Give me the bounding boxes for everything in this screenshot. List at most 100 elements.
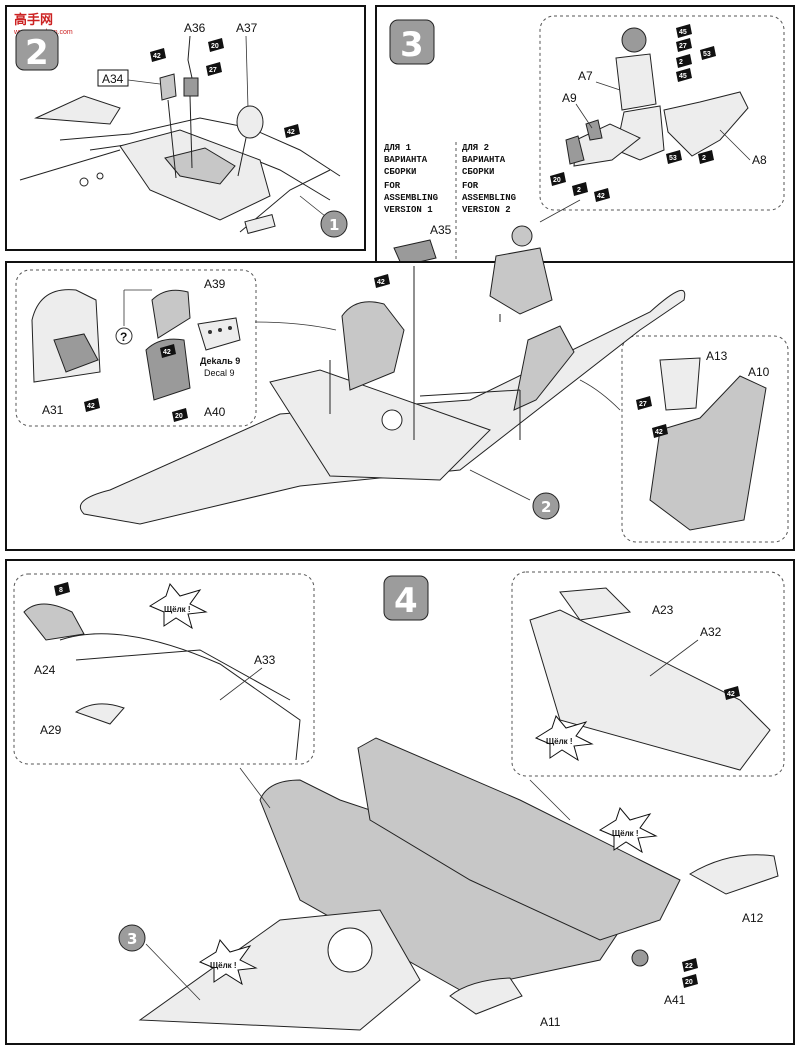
svg-text:A32: A32 <box>700 625 722 639</box>
svg-text:2: 2 <box>679 59 683 66</box>
variant-1-label: ДЛЯ 1 ВАРИАНТА СБОРКИ FOR ASSEMBLING VER… <box>384 143 438 215</box>
svg-text:FOR: FOR <box>384 181 401 191</box>
svg-text:8: 8 <box>59 587 63 594</box>
svg-text:3: 3 <box>127 930 137 948</box>
svg-text:20: 20 <box>175 413 183 420</box>
pilot-detail-box: A7 A9 A8 45 27 53 2 45 53 2 20 2 <box>539 15 785 211</box>
svg-text:A7: A7 <box>578 69 593 83</box>
svg-text:A35: A35 <box>430 223 452 237</box>
paint-flag: 20 <box>550 172 566 186</box>
svg-text:42: 42 <box>597 193 605 200</box>
svg-text:42: 42 <box>655 429 663 436</box>
fuselage-half-detail-box: A23 A32 42 Щёлк ! <box>511 571 785 777</box>
subassembly-3-marker: 3 <box>118 924 201 1001</box>
paint-flag: 22 <box>682 958 698 972</box>
snap-callout: Щёлк ! <box>198 938 258 986</box>
part-a34: A34 <box>97 69 177 101</box>
svg-text:Щёлк !: Щёлк ! <box>164 605 191 614</box>
svg-text:2: 2 <box>577 187 581 194</box>
svg-text:42: 42 <box>87 403 95 410</box>
svg-text:A24: A24 <box>34 663 56 677</box>
svg-text:53: 53 <box>669 155 677 162</box>
paint-flag: 42 <box>652 424 668 438</box>
svg-text:A41: A41 <box>664 993 686 1007</box>
svg-text:A40: A40 <box>204 405 226 419</box>
svg-text:2: 2 <box>25 33 49 73</box>
subassembly-2-marker: 2 <box>469 469 560 520</box>
svg-text:ДЛЯ 2: ДЛЯ 2 <box>462 143 489 153</box>
svg-text:1: 1 <box>329 216 339 234</box>
svg-text:A34: A34 <box>102 72 124 86</box>
svg-text:53: 53 <box>703 51 711 58</box>
paint-flag: 42 <box>724 686 740 700</box>
svg-text:高手网: 高手网 <box>14 12 53 28</box>
paint-flag: 27 <box>636 396 652 410</box>
svg-text:A11: A11 <box>540 1015 561 1029</box>
svg-text:СБОРКИ: СБОРКИ <box>462 167 494 177</box>
paint-flag: 45 <box>676 68 692 82</box>
paint-flag: 53 <box>700 46 716 60</box>
snap-callout: Щёлк ! <box>534 714 594 762</box>
fuselage-assembly-drawing: A11 A12 A41 Щёлк ! Щёлк ! 22 20 <box>138 737 779 1031</box>
svg-text:ASSEMBLING: ASSEMBLING <box>462 193 516 203</box>
svg-text:27: 27 <box>679 43 687 50</box>
paint-flag: 2 <box>676 54 692 68</box>
paint-flag: 8 <box>54 582 70 596</box>
svg-text:A31: A31 <box>42 403 64 417</box>
svg-text:20: 20 <box>553 177 561 184</box>
paint-flag: 42 <box>594 188 610 202</box>
paint-flag: 45 <box>676 24 692 38</box>
paint-flag: 20 <box>682 974 698 988</box>
paint-flag: 27 <box>206 62 222 76</box>
seat-detail-box: A13 A10 27 42 <box>621 335 789 543</box>
svg-text:42: 42 <box>377 279 385 286</box>
svg-text:ВАРИАНТА: ВАРИАНТА <box>462 155 506 165</box>
svg-text:A10: A10 <box>748 365 770 379</box>
svg-text:A8: A8 <box>752 153 767 167</box>
snap-callout: Щёлк ! <box>148 582 208 630</box>
svg-text:A36: A36 <box>184 21 206 35</box>
svg-text:A13: A13 <box>706 349 728 363</box>
wing-assembly-drawing <box>79 266 686 525</box>
part-a35: A35 <box>393 223 452 267</box>
svg-text:Щёлк !: Щёлк ! <box>210 961 237 970</box>
variant-2-label: ДЛЯ 2 ВАРИАНТА СБОРКИ FOR ASSEMBLING VER… <box>462 143 516 215</box>
svg-text:A23: A23 <box>652 603 674 617</box>
svg-text:20: 20 <box>211 43 219 50</box>
cockpit-floor-drawing <box>19 95 341 235</box>
svg-text:2: 2 <box>541 498 551 516</box>
instrument-panel-detail-box: A31 A39 A40 Деkаль 9 Decal 9 ? 42 42 20 <box>15 269 257 427</box>
paint-flag: 42 <box>150 48 166 62</box>
step-3-badge: 3 <box>389 19 435 65</box>
svg-text:45: 45 <box>679 29 687 36</box>
svg-text:A39: A39 <box>204 277 226 291</box>
svg-text:A37: A37 <box>236 21 258 35</box>
paint-flag: 2 <box>572 182 588 196</box>
svg-text:СБОРКИ: СБОРКИ <box>384 167 416 177</box>
paint-flag: 20 <box>208 38 224 52</box>
paint-flag: 42 <box>84 398 100 412</box>
svg-text:45: 45 <box>679 73 687 80</box>
svg-text:2: 2 <box>702 155 706 162</box>
paint-flag: 2 <box>698 150 714 164</box>
svg-text:ASSEMBLING: ASSEMBLING <box>384 193 438 203</box>
svg-text:FOR: FOR <box>462 181 479 191</box>
svg-text:A9: A9 <box>562 91 577 105</box>
subassembly-1-marker: 1 <box>299 195 348 238</box>
svg-text:27: 27 <box>209 67 217 74</box>
step-3-panel: 3 A7 A9 A8 45 27 53 2 45 5 <box>375 5 795 267</box>
svg-text:42: 42 <box>287 129 295 136</box>
canopy-detail-box: A24 A29 A33 Щёлк ! 8 <box>13 573 315 765</box>
svg-text:4: 4 <box>394 581 418 621</box>
paint-flag: 53 <box>666 150 682 164</box>
svg-text:20: 20 <box>685 979 693 986</box>
svg-text:42: 42 <box>163 349 171 356</box>
svg-text:22: 22 <box>685 963 693 970</box>
step-2-panel: 高手网 www.gaoshan.com 2 A34 <box>5 5 366 251</box>
paint-flag: 42 <box>284 124 300 138</box>
step-3-main: 42 A31 A39 A40 Деkаль 9 Decal 9 ? 42 42 … <box>5 199 795 551</box>
paint-flag: 42 <box>160 344 176 358</box>
svg-text:3: 3 <box>400 25 424 65</box>
svg-text:42: 42 <box>727 691 735 698</box>
